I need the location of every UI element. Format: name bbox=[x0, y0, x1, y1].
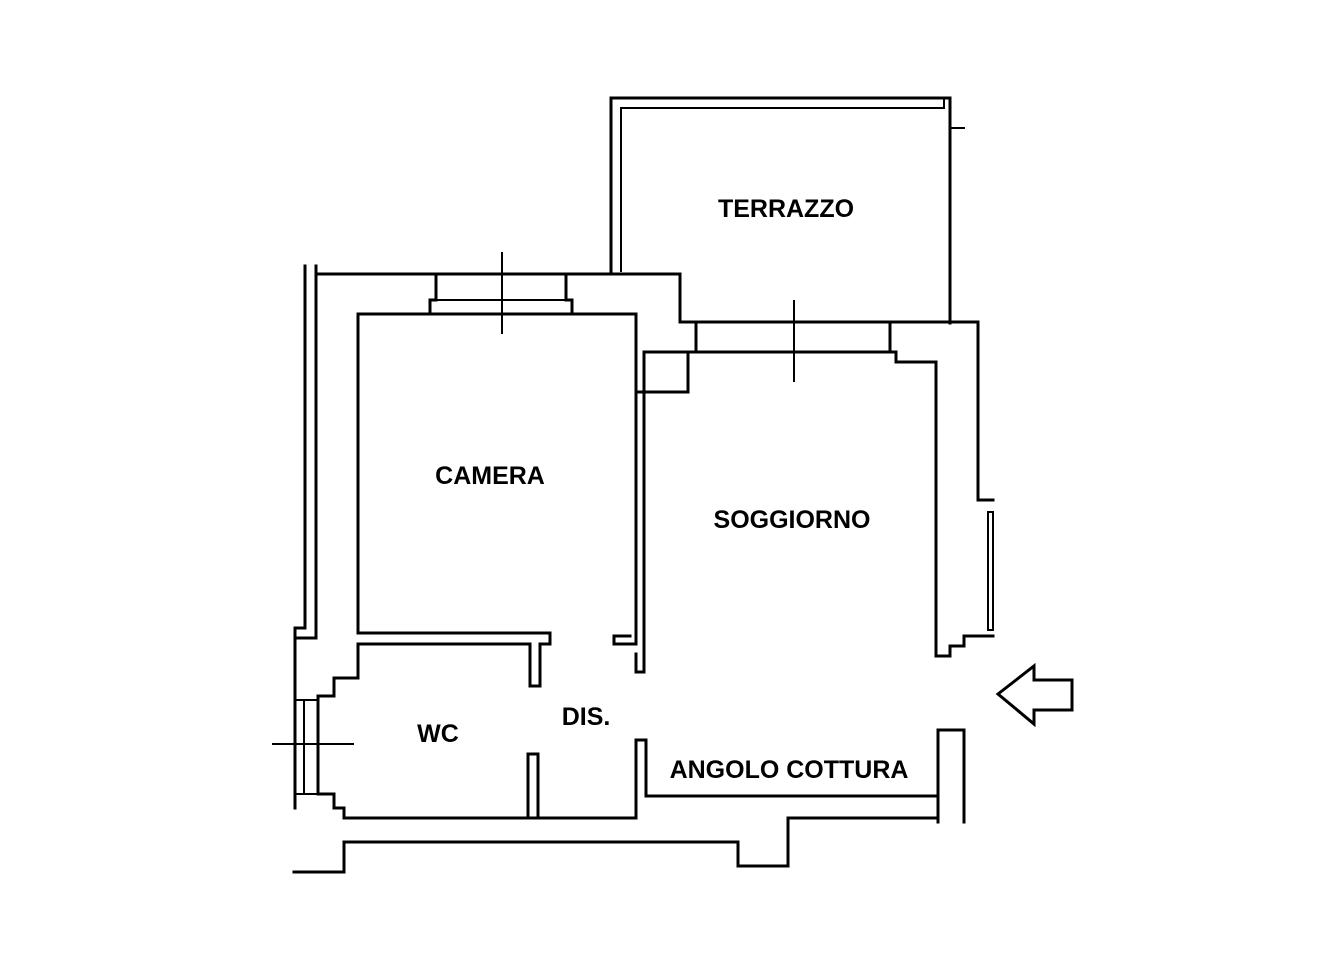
label-angolo-cottura: ANGOLO COTTURA bbox=[670, 756, 909, 784]
arrow-left-icon bbox=[995, 662, 1074, 728]
label-terrazzo: TERRAZZO bbox=[718, 195, 854, 223]
angolo-cottura-walls bbox=[634, 728, 966, 824]
soggiorno-walls bbox=[634, 296, 995, 674]
label-dis: DIS. bbox=[562, 703, 611, 731]
label-camera: CAMERA bbox=[435, 462, 545, 490]
outer-left-wall bbox=[293, 264, 682, 810]
label-wc: WC bbox=[417, 720, 459, 748]
bottom-outer-wall bbox=[292, 816, 790, 874]
wc-walls bbox=[296, 642, 638, 820]
label-soggiorno: SOGGIORNO bbox=[714, 506, 871, 534]
terrazzo-outline bbox=[609, 96, 965, 325]
